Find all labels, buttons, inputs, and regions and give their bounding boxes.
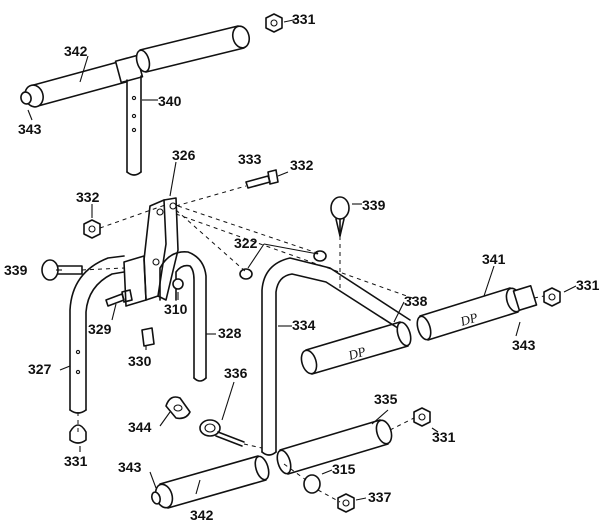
callout-334: 334 [292,317,316,333]
leader-lines [27,18,577,501]
callout-322: 322 [234,235,258,251]
callout-326: 326 [172,147,196,163]
callout-340: 340 [158,93,182,109]
callout-labels: 331 342 343 340 326 333 332 332 339 322 … [4,11,600,523]
bottom-roller-assembly [150,396,431,513]
callout-327: 327 [28,361,52,377]
bracket-assembly [83,169,350,307]
callout-344: 344 [128,419,152,435]
callout-333: 333 [238,151,262,167]
roller-mark-left: DP [346,343,368,363]
callout-343-right: 343 [512,337,536,353]
roller-mark-right: DP [458,309,480,329]
center-frame: DP DP [239,250,561,456]
callout-336: 336 [224,365,248,381]
assembly-guide-lines [77,185,545,503]
left-frame [41,251,207,444]
callout-328: 328 [218,325,242,341]
callout-330: 330 [128,353,152,369]
top-roller-assembly [20,13,283,176]
callout-331-right: 331 [576,277,600,293]
callout-331-top: 331 [292,11,316,27]
callout-335: 335 [374,391,398,407]
callout-342-bottom: 342 [190,507,214,523]
callout-310: 310 [164,301,188,317]
callout-338: 338 [404,293,428,309]
callout-339-left: 339 [4,262,28,278]
callout-343-top: 343 [18,121,42,137]
callout-343-bottom: 343 [118,459,142,475]
callout-329: 329 [88,321,112,337]
callout-332-right: 332 [290,157,314,173]
callout-332-left: 332 [76,189,100,205]
callout-331-mid: 331 [432,429,456,445]
callout-339-right: 339 [362,197,386,213]
callout-341: 341 [482,251,506,267]
callout-342-top: 342 [64,43,88,59]
callout-315: 315 [332,461,356,477]
callout-331-left: 331 [64,453,88,469]
callout-337: 337 [368,489,392,505]
